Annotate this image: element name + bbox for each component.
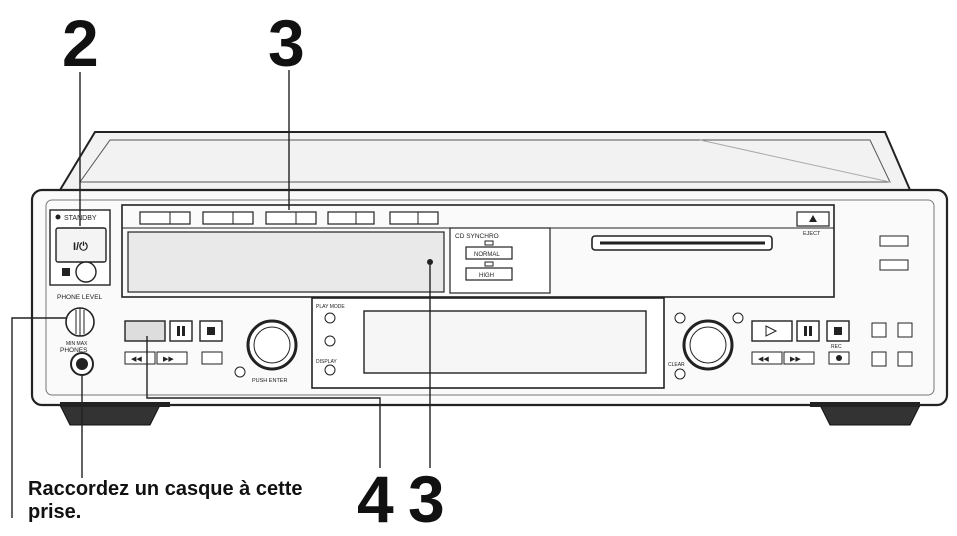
disc-button-2[interactable] xyxy=(202,211,254,225)
phones-text: PHONES xyxy=(60,347,88,354)
svg-text:▶▶: ▶▶ xyxy=(163,356,174,363)
display-window xyxy=(363,310,647,374)
cd-small-knob[interactable] xyxy=(234,366,246,378)
right-button-c[interactable] xyxy=(871,351,887,367)
leader-play xyxy=(146,336,381,468)
callout-step-tray-bottom: 3 xyxy=(408,462,445,536)
callout-step-standby: 2 xyxy=(62,6,99,80)
square-indicator xyxy=(62,268,70,276)
right-mid-button[interactable] xyxy=(879,259,909,271)
disc-button-1[interactable] xyxy=(139,211,191,225)
disc-buttons xyxy=(139,211,439,225)
svg-text:PLAY MODE: PLAY MODE xyxy=(316,304,345,310)
svg-text:▶▶: ▶▶ xyxy=(790,356,801,363)
foot-right xyxy=(819,404,921,426)
cd-forward-button[interactable] xyxy=(156,351,188,365)
aux-round-button[interactable] xyxy=(75,261,97,283)
svg-text:MIN MAX: MIN MAX xyxy=(66,341,88,347)
svg-text:EJECT: EJECT xyxy=(803,231,821,237)
disc-button-3[interactable] xyxy=(265,211,317,225)
cd-aux-button[interactable] xyxy=(201,351,223,365)
svg-text:PUSH ENTER: PUSH ENTER xyxy=(252,378,287,384)
svg-text:REC: REC xyxy=(831,344,842,350)
callout-step-tray: 3 xyxy=(268,6,305,80)
disc-button-5[interactable] xyxy=(389,211,439,225)
standby-led xyxy=(55,214,61,220)
device-lid xyxy=(58,131,912,191)
md-forward-button[interactable] xyxy=(783,351,815,365)
high-button[interactable] xyxy=(465,267,513,281)
cd-play-button[interactable] xyxy=(124,320,166,342)
svg-text:CLEAR: CLEAR xyxy=(668,362,685,368)
md-play-button[interactable] xyxy=(751,320,793,342)
right-top-button[interactable] xyxy=(879,235,909,247)
svg-text:◀◀: ◀◀ xyxy=(131,356,142,363)
disc-tray xyxy=(127,231,445,293)
phones-caption: Raccordez un casque à cette prise. xyxy=(28,478,303,523)
cd-synchro-text: CD SYNCHRO xyxy=(455,233,499,240)
callout-step-play: 4 xyxy=(357,462,394,536)
leader-lines xyxy=(11,70,431,518)
svg-text:HIGH: HIGH xyxy=(479,273,494,279)
leader-phone-level xyxy=(11,317,66,518)
foot-left xyxy=(59,404,161,426)
phone-level-text: PHONE LEVEL xyxy=(57,294,103,301)
svg-text:◀◀: ◀◀ xyxy=(758,356,769,363)
power-symbol: I/⏻ xyxy=(73,240,88,253)
tray-frame xyxy=(121,204,835,298)
power-button[interactable] xyxy=(55,227,107,263)
cd-pause-button[interactable] xyxy=(169,320,193,342)
md-pause-button[interactable] xyxy=(796,320,820,342)
right-button-b[interactable] xyxy=(897,322,913,338)
disc-button-4[interactable] xyxy=(327,211,375,225)
right-button-d[interactable] xyxy=(897,351,913,367)
normal-button[interactable] xyxy=(465,246,513,260)
md-rewind-button[interactable] xyxy=(751,351,783,365)
right-button-a[interactable] xyxy=(871,322,887,338)
svg-text:DISPLAY: DISPLAY xyxy=(316,359,337,365)
svg-text:NORMAL: NORMAL xyxy=(474,252,500,258)
